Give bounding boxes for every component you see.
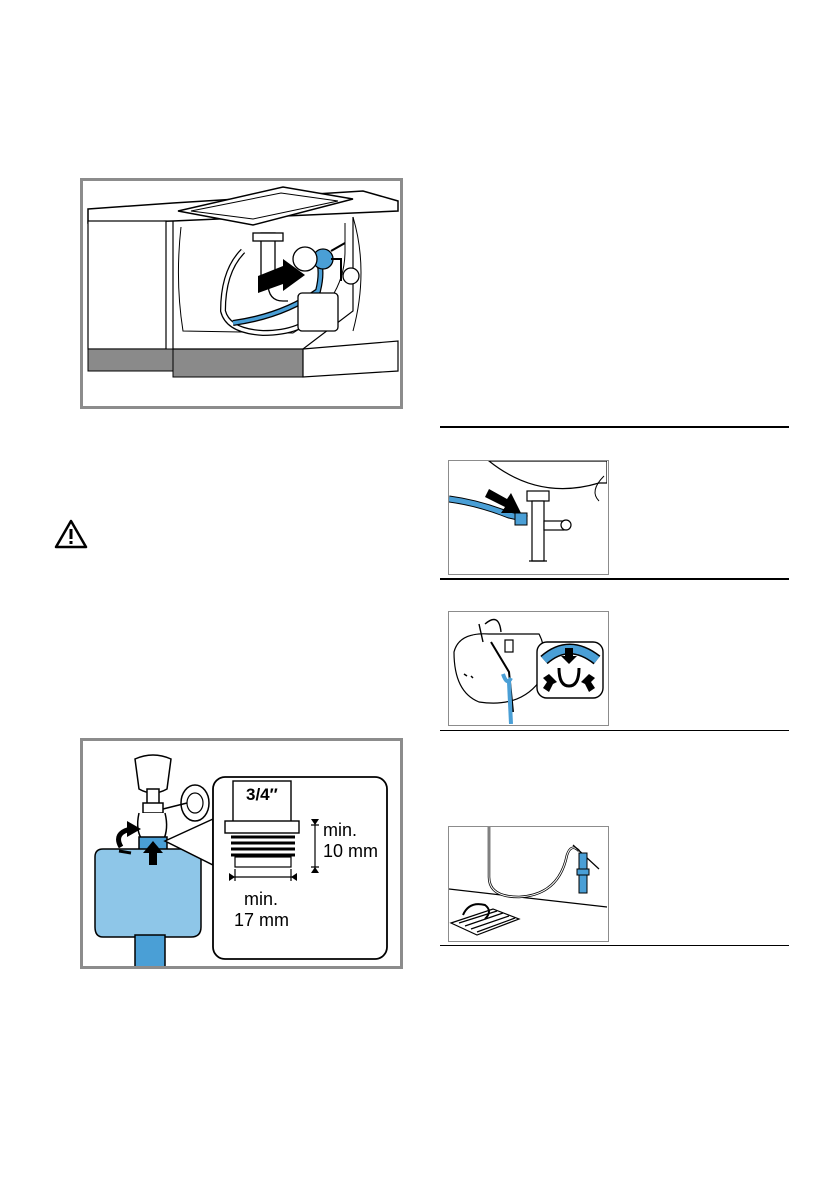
min-width-label: min. xyxy=(244,889,278,910)
figure-under-sink-connection xyxy=(80,178,403,409)
sink-hook-illustration xyxy=(449,612,607,724)
table-rule-top xyxy=(440,426,789,428)
figure-floor-drain xyxy=(448,826,609,942)
min-length-value: 10 mm xyxy=(323,841,378,862)
figure-siphon-connection xyxy=(448,460,609,575)
table-rule-2 xyxy=(440,730,789,731)
under-sink-illustration xyxy=(83,181,400,406)
table-rule-bottom xyxy=(440,945,789,946)
figure-sink-hook xyxy=(448,611,609,726)
min-width-value: 17 mm xyxy=(234,910,289,931)
min-length-label: min. xyxy=(323,820,357,841)
thread-size-label: 3/4″ xyxy=(246,785,278,805)
warning-triangle-icon xyxy=(54,519,88,549)
siphon-illustration xyxy=(449,461,607,573)
table-rule-1 xyxy=(440,578,789,580)
floor-drain-illustration xyxy=(449,827,607,940)
figure-tap-fitting: 3/4″ min. 10 mm min. 17 mm xyxy=(80,738,403,969)
